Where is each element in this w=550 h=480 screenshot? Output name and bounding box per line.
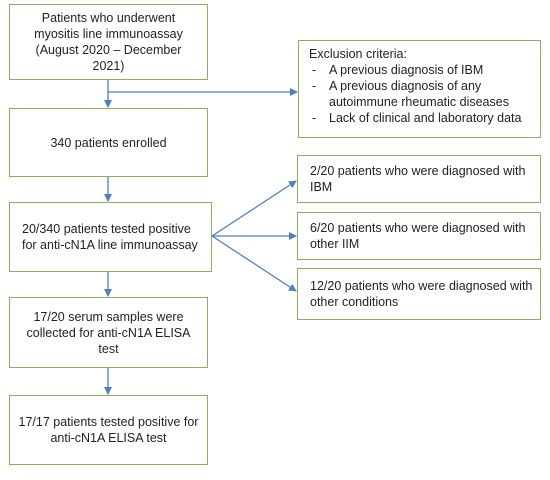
box-diagnosed-other-iim: 6/20 patients who were diagnosed with ot… bbox=[297, 212, 541, 260]
diagnosed-ibm-text: 2/20 patients who were diagnosed with IB… bbox=[310, 164, 526, 194]
exclusion-item: A previous diagnosis of IBM bbox=[309, 62, 532, 78]
box-tested-positive-elisa: 17/17 patients tested positive for anti-… bbox=[9, 395, 208, 465]
box-diagnosed-ibm: 2/20 patients who were diagnosed with IB… bbox=[297, 155, 541, 203]
arrow-to-other-conditions bbox=[211, 235, 297, 292]
enrolled-text: 340 patients enrolled bbox=[50, 135, 167, 150]
exclusion-item: A previous diagnosis of any autoimmune r… bbox=[309, 78, 532, 110]
exclusion-item: Lack of clinical and laboratory data bbox=[309, 110, 532, 126]
patients-underwent-text: Patients who underwent myositis line imm… bbox=[34, 11, 183, 73]
box-exclusion-criteria: Exclusion criteria: A previous diagnosis… bbox=[298, 40, 541, 138]
tested-positive-elisa-text: 17/17 patients tested positive for anti-… bbox=[18, 415, 199, 445]
box-tested-positive-line: 20/340 patients tested positive for anti… bbox=[9, 202, 212, 272]
diagnosed-other-iim-text: 6/20 patients who were diagnosed with ot… bbox=[310, 221, 526, 251]
box-serum-collected: 17/20 serum samples were collected for a… bbox=[9, 297, 208, 368]
serum-collected-text: 17/20 serum samples were collected for a… bbox=[26, 309, 191, 356]
exclusion-list: A previous diagnosis of IBM A previous d… bbox=[309, 62, 532, 126]
exclusion-title: Exclusion criteria: bbox=[309, 47, 407, 61]
diagnosed-other-conditions-text: 12/20 patients who were diagnosed with o… bbox=[310, 279, 533, 309]
arrow-to-ibm bbox=[211, 180, 297, 237]
box-diagnosed-other-conditions: 12/20 patients who were diagnosed with o… bbox=[297, 268, 541, 320]
tested-positive-line-text: 20/340 patients tested positive for anti… bbox=[22, 222, 198, 252]
box-enrolled: 340 patients enrolled bbox=[9, 108, 208, 177]
box-patients-underwent: Patients who underwent myositis line imm… bbox=[9, 4, 208, 80]
